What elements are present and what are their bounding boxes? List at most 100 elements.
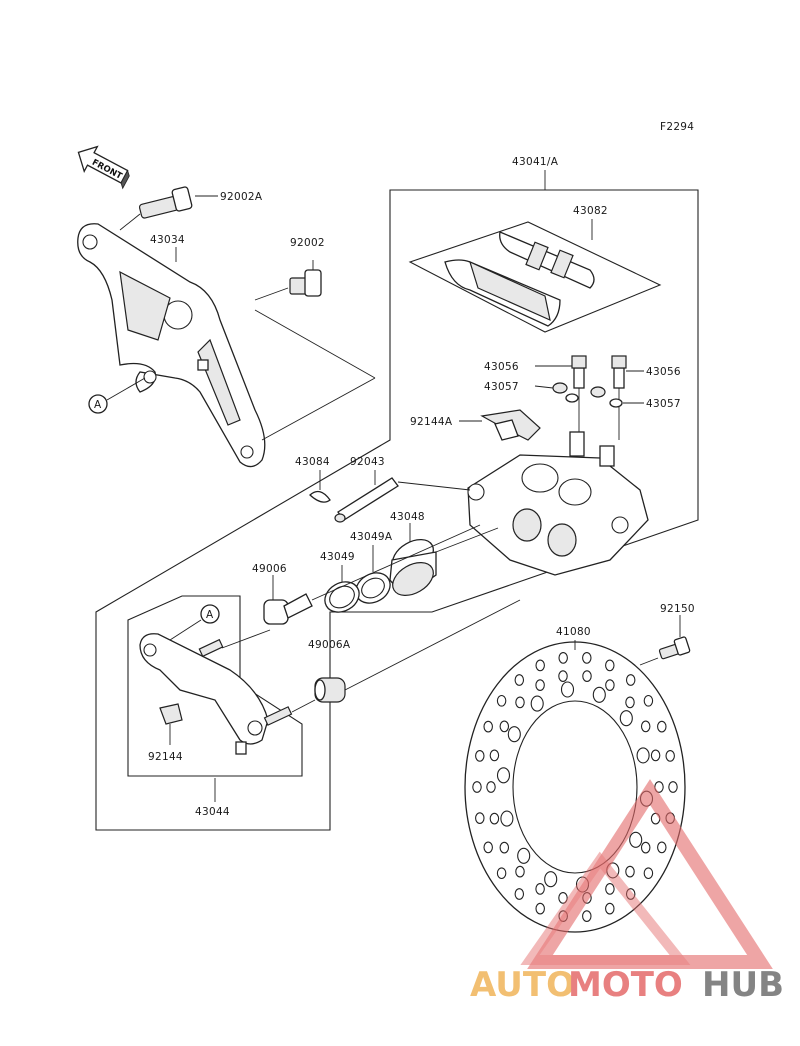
disc-hole: [558, 652, 568, 664]
disc-hole: [515, 696, 525, 709]
disc-hole: [517, 847, 531, 864]
disc-hole: [558, 892, 568, 904]
disc-hole: [475, 812, 485, 824]
pad-pin-92043: [334, 470, 471, 523]
label-43034: 43034: [150, 234, 185, 246]
label-43056-right: 43056: [646, 366, 681, 378]
disc-hole: [535, 902, 545, 915]
disc-hole: [535, 659, 545, 672]
caliper-assembly-box: [95, 189, 699, 831]
pin-clip-43084: [309, 470, 331, 503]
bleeder-cap-right: [590, 386, 623, 408]
disc-hole: [486, 781, 496, 793]
label-43082: 43082: [573, 205, 608, 217]
disc-hole: [489, 749, 500, 762]
disc-hole: [657, 841, 667, 854]
disc-hole: [496, 767, 511, 784]
disc-hole: [605, 883, 615, 895]
boot-49006: [263, 524, 481, 625]
disc-hole: [643, 694, 654, 707]
disc-hole: [605, 902, 615, 915]
disc-hole: [483, 720, 493, 733]
label-43044: 43044: [195, 806, 230, 818]
label-49006: 49006: [252, 563, 287, 575]
disc-hole: [582, 652, 592, 664]
disc-hole: [489, 812, 500, 825]
disc-bolt-92150: [639, 615, 691, 666]
bolt-92002a: [119, 186, 218, 231]
callout-a-icon-2: [200, 604, 220, 624]
callout-a-label: A: [94, 399, 102, 411]
disc-hole: [499, 841, 510, 854]
piston-43048: [389, 523, 499, 596]
pad-spring-92144a: [480, 409, 541, 441]
disc-hole: [665, 750, 675, 762]
label-43084: 43084: [295, 456, 330, 468]
disc-hole: [619, 710, 633, 727]
bleeder-valve-left: [571, 355, 587, 440]
seal-43049a: [355, 572, 391, 604]
disc-hole: [625, 865, 635, 878]
watermark-moto: MOTO: [568, 965, 683, 1005]
disc-hole: [515, 865, 525, 878]
label-92150: 92150: [660, 603, 695, 615]
disc-hole: [514, 674, 525, 686]
brake-disc-41080: [464, 641, 686, 933]
caliper-body: [467, 431, 649, 576]
label-49006a: 49006A: [308, 639, 351, 651]
disc-hole: [629, 831, 643, 848]
disc-hole: [535, 883, 545, 895]
disc-hole: [475, 750, 485, 762]
disc-hole: [668, 781, 678, 793]
disc-hole: [582, 670, 592, 682]
caliper-bracket-43034: [77, 223, 266, 468]
disc-hole: [496, 694, 507, 707]
disc-hole: [507, 726, 521, 743]
label-92002a: 92002A: [220, 191, 263, 203]
disc-hole: [496, 867, 507, 880]
disc-hole: [636, 747, 650, 764]
label-43057-left: 43057: [484, 381, 519, 393]
front-arrow-icon: FRONT: [77, 145, 130, 190]
disc-hole: [657, 720, 667, 733]
disc-hole: [472, 781, 482, 793]
watermark-auto: AUTO: [470, 965, 575, 1005]
disc-hole: [592, 686, 606, 703]
bleeder-valve-right: [611, 355, 627, 440]
disc-hole: [500, 810, 514, 827]
disc-hole: [582, 910, 592, 922]
caliper-holder-43044: [139, 629, 316, 755]
brake-pads-43082: [444, 231, 595, 327]
disc-hole: [605, 659, 615, 672]
disc-hole: [640, 720, 651, 733]
boot-49006a: [314, 599, 521, 703]
disc-hole: [483, 841, 493, 854]
disc-hole: [643, 867, 654, 880]
pad-spring-92144: [159, 703, 183, 745]
disc-hole: [530, 695, 544, 712]
figure-code: F2294: [660, 121, 694, 133]
disc-hole: [499, 720, 510, 733]
holder-box: [127, 595, 303, 777]
label-92043: 92043: [350, 456, 385, 468]
disc-hole: [558, 670, 568, 682]
disc-hole: [544, 871, 558, 888]
disc-hole: [535, 679, 545, 691]
disc-hole: [650, 749, 661, 762]
callout-a-label-2: A: [206, 609, 214, 621]
label-43057-right: 43057: [646, 398, 681, 410]
disc-hole: [560, 681, 575, 698]
watermark-triangle-icon: [527, 779, 773, 969]
label-92144a: 92144A: [410, 416, 453, 428]
seal-43049: [324, 581, 360, 613]
watermark-hub: HUB: [702, 965, 784, 1005]
label-43048: 43048: [390, 511, 425, 523]
bleeder-cap-left: [552, 382, 579, 403]
bolt-92002: [254, 260, 322, 301]
watermark-logo: AUTO MOTO HUB: [470, 779, 784, 1005]
label-92002: 92002: [290, 237, 325, 249]
disc-hole: [625, 888, 636, 900]
label-92144: 92144: [148, 751, 183, 763]
label-43041a: 43041/A: [512, 156, 559, 168]
